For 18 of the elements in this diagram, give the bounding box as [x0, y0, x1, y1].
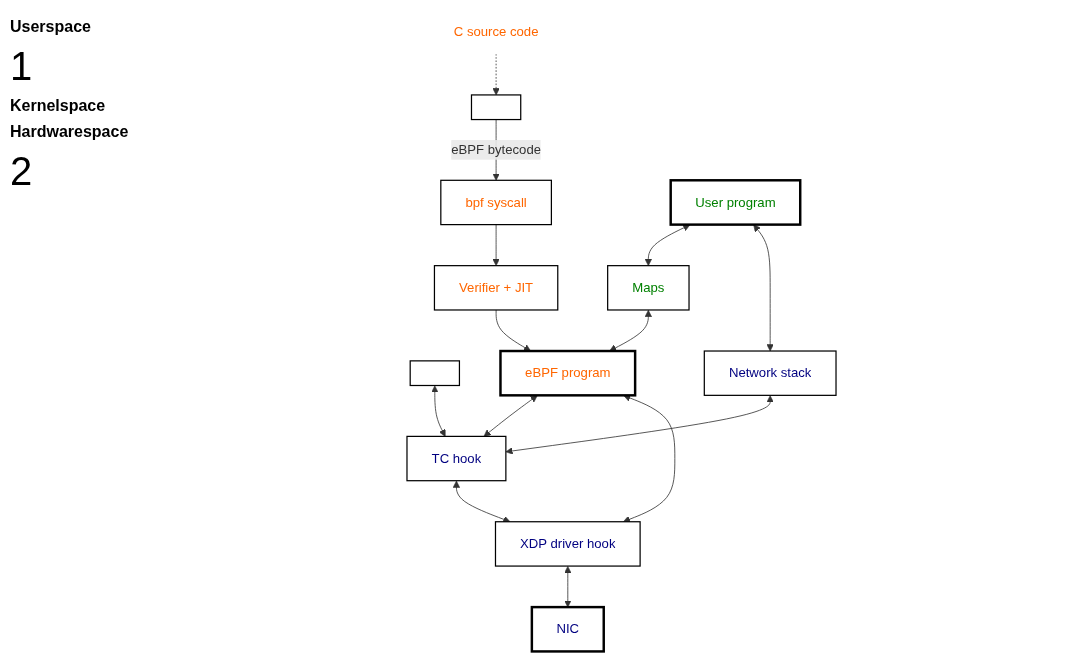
space-label: Kernelspace — [10, 97, 107, 115]
space-label: Hardwarespace — [10, 123, 130, 141]
node-box: Maps — [607, 265, 690, 311]
node-box — [409, 360, 461, 387]
node-box: User program — [669, 179, 802, 226]
node-box: bpf syscall — [440, 179, 552, 226]
node-box: eBPF program — [499, 349, 637, 397]
space-label: Userspace — [10, 18, 92, 36]
node-box: NIC — [530, 605, 605, 653]
node-box — [470, 94, 522, 121]
edge-label: eBPF bytecode — [451, 142, 542, 157]
node-box: Network stack — [703, 350, 837, 396]
node-box: TC hook — [406, 435, 507, 482]
node-box: Verifier + JIT — [433, 265, 559, 311]
callout-number: 2 — [10, 149, 34, 194]
callout-number: 1 — [10, 44, 34, 89]
node-box: XDP driver hook — [494, 521, 641, 567]
node-text: C source code — [453, 24, 539, 39]
